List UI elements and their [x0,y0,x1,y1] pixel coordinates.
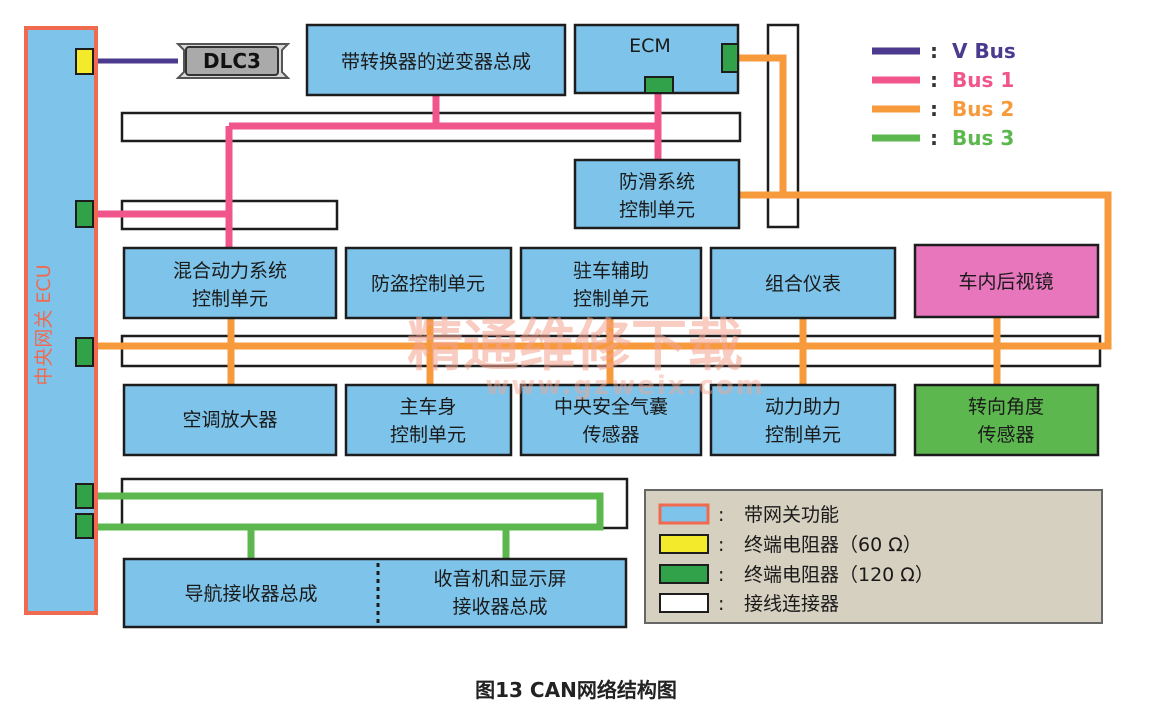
module-airbag-label-2: 传感器 [582,424,639,446]
module-steer-label-2: 传感器 [977,424,1034,446]
module-radio-label-2: 接收器总成 [452,596,547,618]
module-skid-label-2: 控制单元 [619,199,695,221]
module-meter-label: 组合仪表 [765,273,841,295]
module-parking-assist [519,246,703,320]
module-combination-meter [709,246,897,320]
legend-text-term120: 终端电阻器（120 Ω） [744,564,934,586]
terminator-60-gateway [75,48,94,75]
bus-legend: : V Bus : Bus 1 : Bus 2 : Bus 3 [872,39,1016,150]
module-body-label-1: 主车身 [399,396,456,418]
bus2-lines [96,54,1112,385]
legend-name-bus1: Bus 1 [952,68,1014,92]
bus3-lines [96,492,604,559]
module-ac-label: 空调放大器 [182,409,277,431]
legend-name-vbus: V Bus [952,39,1016,63]
legend-swatch-connector [659,593,709,613]
module-power-steering [709,383,897,457]
module-steer-label-1: 转向角度 [968,396,1044,418]
module-eps-label-1: 动力助力 [765,396,841,418]
module-airbag-label-1: 中央安全气囊 [554,396,668,418]
terminator-120-ecm-bus1 [644,76,674,94]
module-ac-amplifier [122,383,338,457]
module-skid-label-1: 防滑系统 [619,171,695,193]
legend-text-connector: 接线连接器 [744,593,839,615]
symbol-legend: : 带网关功能 : 终端电阻器（60 Ω） : 终端电阻器（120 Ω） : 接… [644,489,1103,624]
bus2-wire-main [96,54,1112,350]
legend-sep-bus1: : [930,68,938,92]
module-airbag-sensor [519,383,703,457]
terminator-120-bus1 [75,200,94,228]
terminator-120-bus3a [75,483,94,509]
legend-swatch-gateway [658,503,710,525]
module-nav-label: 导航接收器总成 [184,583,317,605]
figure-caption: 图13 CAN网络结构图 [475,678,677,702]
module-skid-control [573,158,741,230]
module-main-body [344,383,513,457]
module-hybrid-label-2: 控制单元 [192,288,268,310]
legend-sep-term120: : [718,564,724,586]
connector-bar-bus3 [120,477,629,530]
module-parking-label-2: 控制单元 [573,288,649,310]
dlc3-label: DLC3 [203,49,261,73]
legend-swatch-term60 [659,534,709,554]
bus1-lines [96,93,662,248]
terminator-120-bus2 [75,337,94,367]
legend-name-bus3: Bus 3 [952,126,1014,150]
bus3-wire-loop [96,492,604,531]
legend-text-gateway: 带网关功能 [744,504,839,526]
module-inverter [305,23,567,97]
legend-sep-bus2: : [930,97,938,121]
dlc3-connector: DLC3 [175,43,291,79]
legend-sep-term60: : [718,534,724,556]
module-navigation-radio [122,557,628,629]
symbol-legend-panel [644,489,1103,624]
module-mirror-label: 车内后视镜 [958,271,1053,293]
module-hybrid-label-1: 混合动力系统 [173,260,287,282]
module-antitheft [344,246,513,320]
terminator-120-bus3b [75,513,94,539]
module-radio-label-1: 收音机和显示屏 [433,568,566,590]
module-parking-label-1: 驻车辅助 [573,260,649,282]
module-hybrid-control [122,246,338,320]
module-eps-label-2: 控制单元 [765,424,841,446]
legend-sep-bus3: : [930,126,938,150]
module-ecm-label: ECM [629,35,671,57]
module-antitheft-label: 防盗控制单元 [371,273,485,295]
module-inverter-label: 带转换器的逆变器总成 [341,51,531,73]
watermark-title: 精通维修下载 [407,314,743,379]
module-steering-angle-sensor [913,383,1100,457]
gateway-ecu-label: 中央网关 ECU [33,264,55,385]
terminator-120-ecm-bus2 [721,43,739,73]
legend-name-bus2: Bus 2 [952,97,1014,121]
module-rearview-mirror [913,243,1100,319]
legend-sep-vbus: : [930,39,938,63]
module-body-label-2: 控制单元 [390,424,466,446]
legend-sep-gateway: : [718,504,724,526]
legend-swatch-term120 [659,564,709,584]
legend-text-term60: 终端电阻器（60 Ω） [744,534,922,556]
legend-sep-connector: : [718,593,724,615]
watermark-url: www.gzweix.com [485,371,765,401]
